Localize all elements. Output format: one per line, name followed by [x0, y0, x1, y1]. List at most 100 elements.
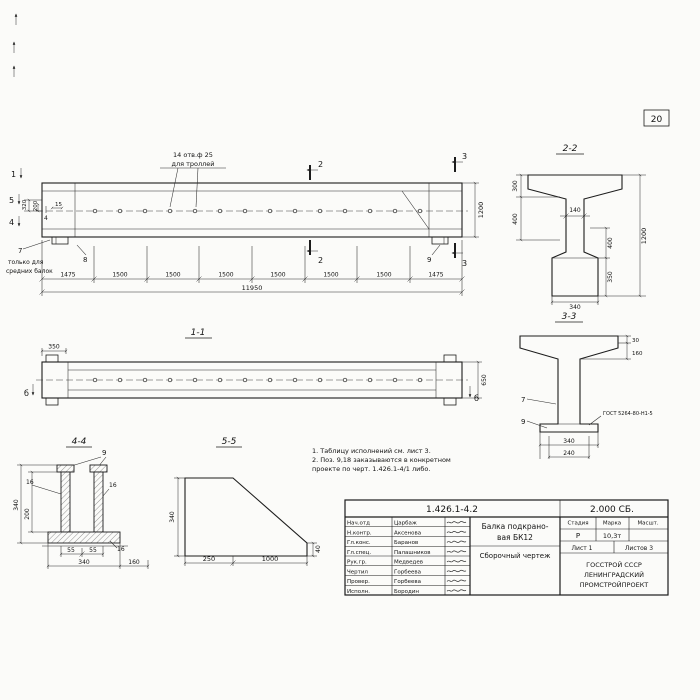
section-mark-label: 2	[318, 160, 323, 169]
dim-label: 1500	[323, 272, 338, 279]
person-name: Медведев	[394, 560, 423, 566]
dim-label: 55	[89, 547, 97, 554]
dim-label: 320	[22, 199, 28, 210]
dim-label: 16	[26, 479, 34, 486]
organization-name: ПРОМСТРОЙПРОЕКТ	[580, 580, 649, 589]
dim-label: 1475	[60, 272, 75, 279]
section-mark-label: 3	[462, 152, 467, 161]
beam-height-dimension: 1200	[462, 181, 485, 239]
sheet-number: 20	[651, 115, 663, 125]
frame-marks	[12, 13, 18, 77]
title-block-frame	[344, 499, 669, 596]
section-2-2: 2-2 300 400 140 400 350 1200 340	[512, 144, 648, 311]
role-label: Исполн.	[347, 589, 370, 595]
organization-name: ЛЕНИНГРАДСКИЙ	[584, 570, 644, 579]
section-mark-label: б	[474, 394, 479, 403]
person-name: Бородин	[394, 589, 419, 595]
dim-label: 160	[632, 351, 643, 357]
position-label: 7	[521, 396, 525, 404]
notes: 1. Таблицу исполнений см. лист 3. 2. Поз…	[312, 447, 451, 473]
signature	[446, 569, 467, 573]
signature	[446, 589, 467, 592]
title-block: 1.426.1-4.2 2.000 СБ. Стадия Марка Масшт…	[344, 499, 669, 596]
dim-label: 1500	[218, 272, 233, 279]
section-mark-label: 3	[462, 259, 467, 268]
dim-label: 160	[128, 559, 140, 566]
column-header-scale: Масшт.	[637, 521, 658, 527]
callout-text: для троллей	[171, 160, 214, 168]
right-support-pad	[431, 236, 449, 245]
plan-holes	[92, 377, 423, 383]
signature-rows: Нач.отд Царбаж Н.контр. Аксенова Гл.конс…	[347, 521, 467, 595]
dim-label: 340	[563, 438, 575, 445]
dim-label: 200	[24, 508, 31, 520]
dim-label: 40	[315, 545, 322, 553]
end-tab	[45, 397, 59, 406]
dim-label: 400	[607, 237, 614, 249]
section-mark-1: 1	[11, 168, 23, 179]
view-label: 1-1	[191, 328, 206, 338]
note-line: проекте по черт. 1.426.1-4/1 либо.	[312, 465, 430, 473]
position-label: 4	[44, 215, 48, 222]
dim-label: 30	[632, 338, 639, 344]
section-3-3: 3-3 30 160 7 9 ГОСТ 5264-80-Н1-5 340 240	[519, 312, 653, 459]
note-text: средних балок	[6, 268, 53, 275]
section-mark-5: 5	[9, 194, 21, 205]
section-mark-label: 4	[9, 218, 14, 227]
role-label: Чертил	[347, 569, 368, 575]
position-label: 9	[521, 418, 525, 426]
section-mark-label: 1	[11, 170, 16, 179]
role-label: Рук.гр.	[347, 560, 367, 566]
signature	[446, 530, 467, 534]
dim-label: 200	[33, 200, 39, 211]
dim-label: 11950	[242, 284, 263, 292]
dim-label: 1000	[262, 555, 279, 563]
drawing-title: вая БК12	[497, 533, 533, 542]
dim-label: 340	[78, 559, 90, 566]
weld-note: ГОСТ 5264-80-Н1-5	[603, 411, 653, 417]
dim-label: 16	[109, 482, 117, 489]
view-4-4: 4-4 9 16 16 16 340 200 55 55	[13, 437, 150, 569]
left-support-pad	[51, 236, 69, 245]
dim-label: 300	[512, 180, 519, 192]
bottom-dimension-chain: 1475 1500 1500 1500 1500 1500 1500 1475 …	[39, 240, 465, 296]
dim-label: 250	[203, 555, 215, 563]
dim-label: 1500	[165, 272, 180, 279]
drawing-title: Балка подкрано-	[482, 522, 549, 531]
view-1-1: 1-1 350 650	[24, 328, 488, 406]
position-label: 8	[83, 256, 87, 264]
column-header-mark: Марка	[603, 521, 621, 527]
signature	[446, 540, 467, 543]
dim-label: 55	[67, 547, 75, 554]
note-line: 2. Поз. 9,18 заказываются в конкретном	[312, 456, 451, 464]
role-label: Н.контр.	[347, 530, 372, 536]
section-mark-4: 4	[9, 216, 21, 227]
web-plate	[60, 471, 71, 533]
drawing-subtitle: Сборочный чертеж	[480, 552, 551, 560]
end-tab	[45, 354, 59, 363]
mass-value: 10,3т	[603, 532, 621, 540]
signature	[446, 550, 467, 553]
section-mark-label: б	[24, 389, 29, 398]
view-label: 4-4	[72, 437, 87, 447]
section-mark-b: б б	[24, 384, 479, 403]
dim-label: 350	[607, 271, 614, 283]
section-3-3-profile	[519, 335, 619, 433]
main-elevation-view: 14 отв.ф 25 для троллей 2 2 3 3 1	[6, 151, 485, 296]
section-mark-3: 3 3	[451, 152, 467, 268]
signature	[446, 521, 467, 524]
base-plate	[47, 531, 121, 544]
trolley-holes	[92, 208, 423, 214]
beam-outline	[41, 182, 463, 238]
dim-label: 1475	[428, 272, 443, 279]
position-label: 9	[102, 449, 106, 457]
dim-label: 16	[117, 546, 125, 553]
section-mark-label: 2	[318, 256, 323, 265]
note-text: только для	[8, 259, 44, 266]
person-name: Царбаж	[394, 521, 417, 527]
left-end-dimensions: 320 200 15 4	[22, 198, 64, 222]
sheet-number-frame	[643, 109, 670, 127]
person-name: Горбеева	[394, 579, 421, 585]
clamp-cap	[89, 464, 108, 473]
